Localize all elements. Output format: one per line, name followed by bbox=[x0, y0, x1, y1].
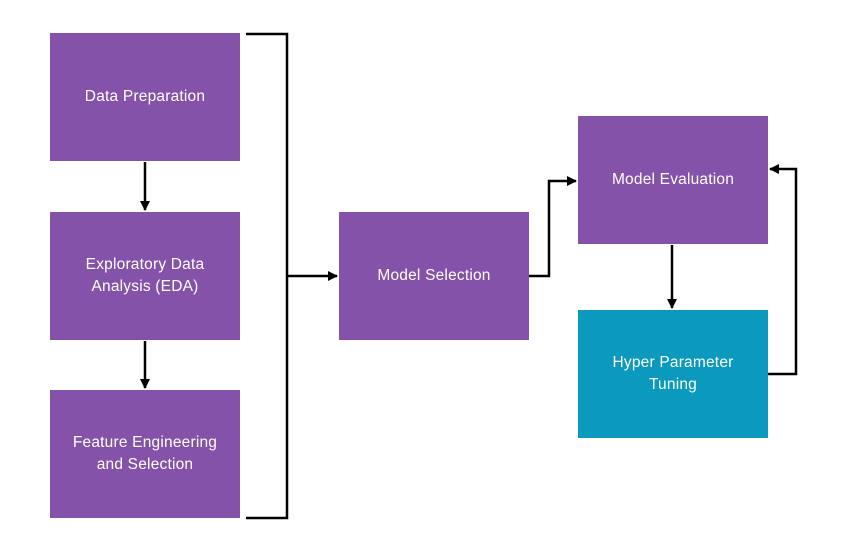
node-label: Model Evaluation bbox=[611, 171, 735, 189]
node-model-evaluation: Model Evaluation bbox=[578, 116, 768, 244]
node-model-selection: Model Selection bbox=[339, 212, 529, 340]
node-label: Model Selection bbox=[377, 267, 491, 285]
node-label: Hyper Parameter Tuning bbox=[612, 354, 734, 393]
node-data-preparation: Data Preparation bbox=[50, 33, 240, 161]
node-label: Feature Engineering and Selection bbox=[72, 434, 218, 473]
node-feature-engineering: Feature Engineering and Selection bbox=[50, 390, 240, 518]
node-hyper-parameter-tuning: Hyper Parameter Tuning bbox=[578, 310, 768, 438]
node-exploratory-data-analysis: Exploratory Data Analysis (EDA) bbox=[50, 212, 240, 340]
node-label: Data Preparation bbox=[84, 88, 206, 106]
edge-model-selection-to-model-evaluation bbox=[529, 176, 577, 278]
edge-bus-left bbox=[246, 32, 289, 520]
edge-hyper-parameter-tuning-to-model-evaluation bbox=[768, 164, 798, 376]
node-label: Exploratory Data Analysis (EDA) bbox=[85, 256, 205, 295]
